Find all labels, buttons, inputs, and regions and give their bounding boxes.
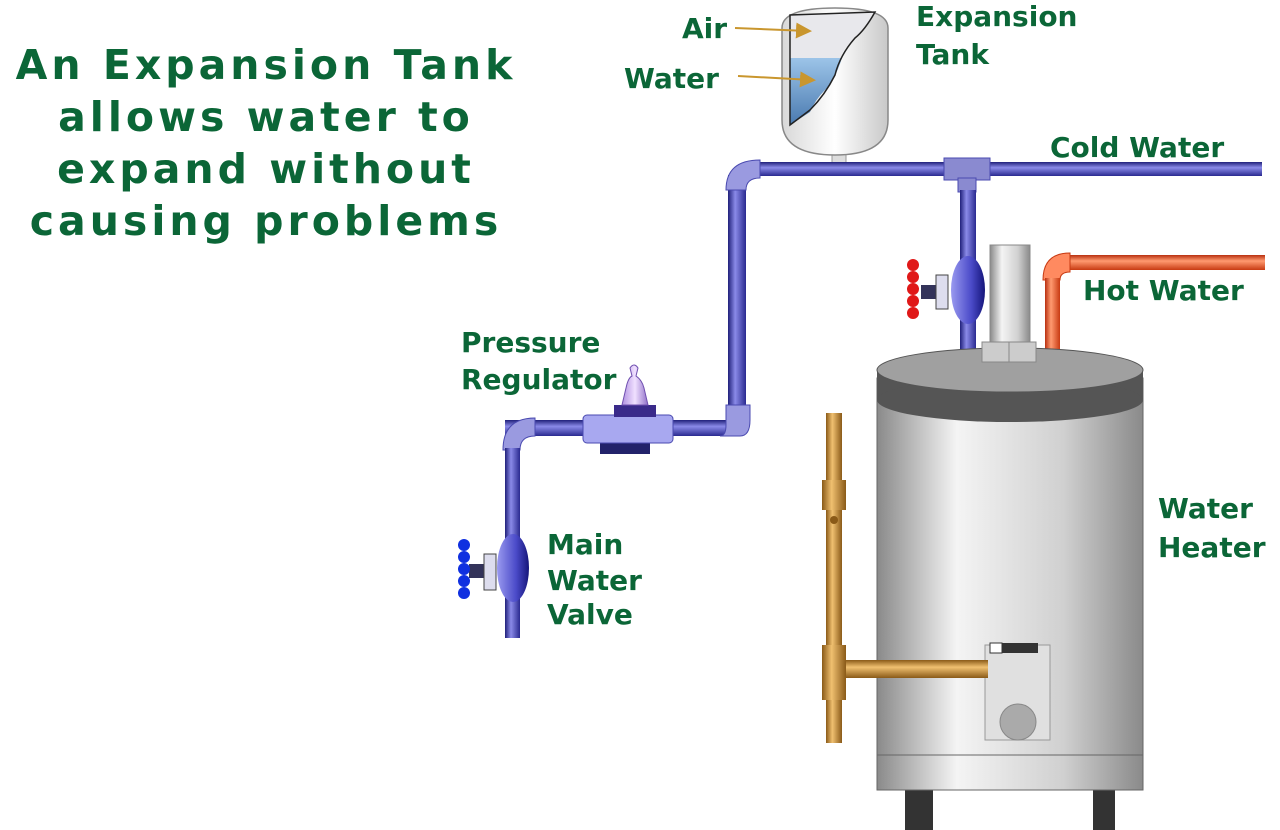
- heater-leg: [1093, 780, 1115, 830]
- water-arrow: [737, 71, 816, 88]
- label-expansion-tank-1: Expansion: [916, 0, 1078, 33]
- label-water-heater-1: Water: [1158, 492, 1253, 525]
- pressure-regulator: [582, 364, 674, 454]
- gas-knob-icon[interactable]: [999, 703, 1037, 741]
- tee-fitting: [943, 157, 991, 181]
- label-main-water-valve-3: Valve: [547, 598, 633, 631]
- label-cold-water: Cold Water: [1050, 131, 1224, 164]
- title-line-1: An Expansion Tank: [16, 41, 517, 89]
- diagram-title: An Expansion Tank allows water to expand…: [16, 41, 517, 245]
- hot-water-pipe: [1042, 252, 1265, 365]
- elbow-fitting: [725, 159, 761, 191]
- label-expansion-tank-2: Tank: [916, 38, 990, 71]
- label-main-water-valve-1: Main: [547, 528, 623, 561]
- label-water: Water: [624, 62, 719, 95]
- heater-shutoff-valve[interactable]: [907, 256, 985, 324]
- title-line-3: expand without: [57, 145, 475, 193]
- gas-pipe: [822, 413, 988, 743]
- title-line-4: causing problems: [30, 197, 503, 245]
- air-arrow: [734, 22, 812, 39]
- flue-pipe: [989, 244, 1031, 346]
- label-hot-water: Hot Water: [1083, 274, 1244, 307]
- main-water-valve[interactable]: [458, 534, 529, 602]
- label-water-heater-2: Heater: [1158, 531, 1266, 564]
- valve-handle-icon[interactable]: [458, 539, 470, 599]
- title-line-2: allows water to: [58, 93, 474, 141]
- water-heater: [876, 244, 1144, 830]
- label-pressure-regulator-1: Pressure: [461, 326, 600, 359]
- valve-handle-icon[interactable]: [907, 259, 919, 319]
- gas-control-box[interactable]: [984, 642, 1051, 741]
- label-pressure-regulator-2: Regulator: [461, 363, 617, 396]
- label-main-water-valve-2: Water: [547, 564, 642, 597]
- label-air: Air: [682, 12, 727, 45]
